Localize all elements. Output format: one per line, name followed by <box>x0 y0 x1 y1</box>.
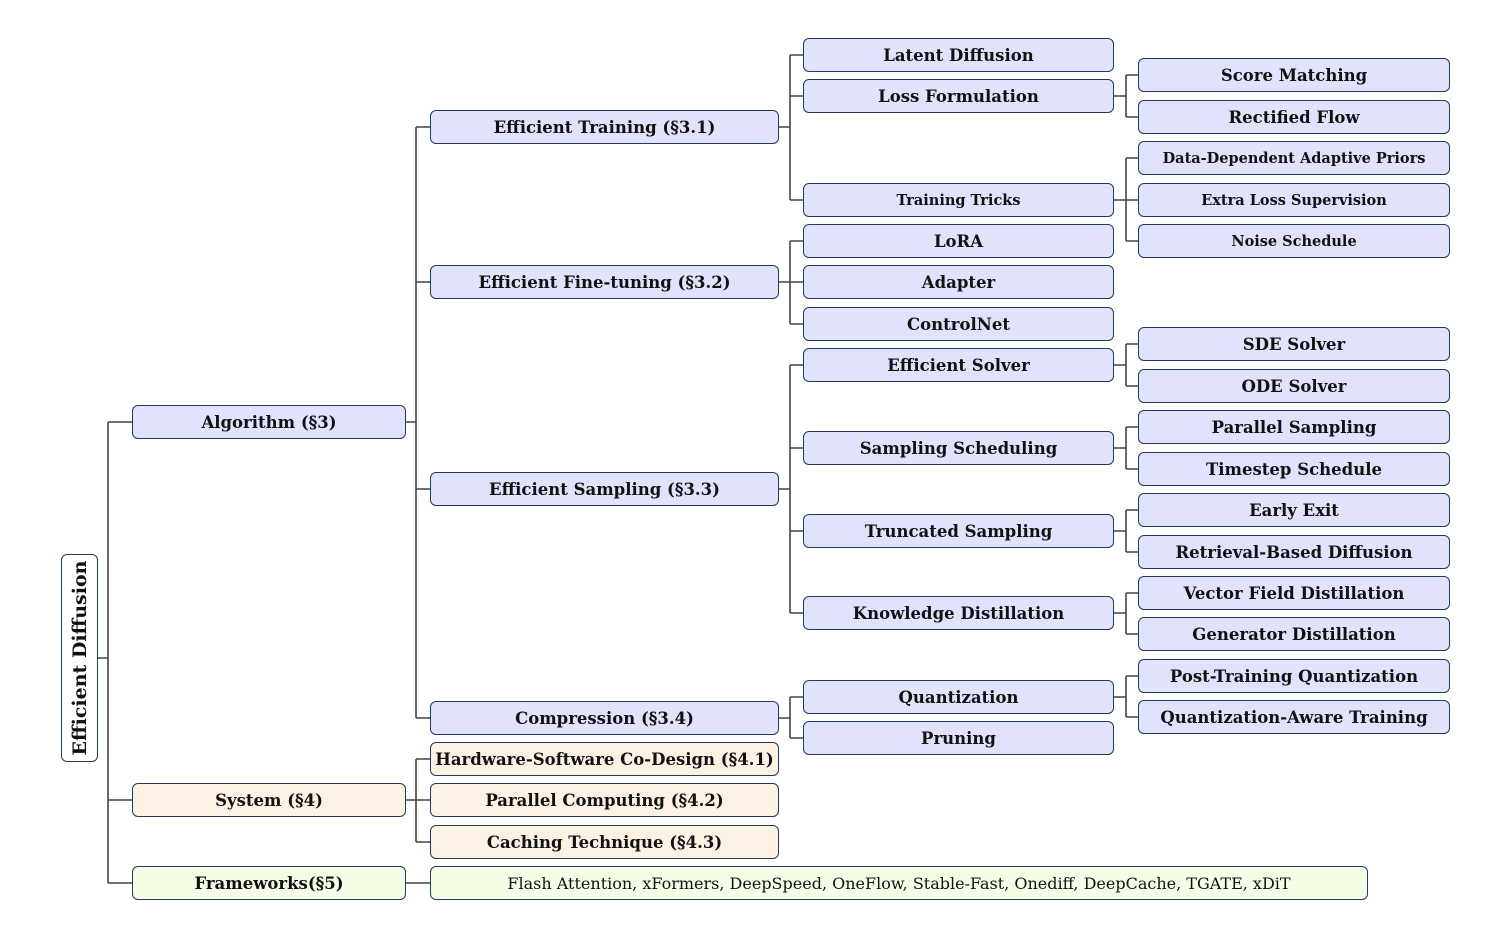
root-label: Efficient Diffusion <box>68 560 91 756</box>
connector-sampling-scheduling <box>1114 426 1138 470</box>
connector-knowledge-distillation <box>1114 592 1138 635</box>
node-truncated-sampling: Truncated Sampling <box>803 514 1114 548</box>
node-efficient-solver: Efficient Solver <box>803 348 1114 382</box>
node-lora: LoRA <box>803 224 1114 258</box>
node-parallel-computing: Parallel Computing (§4.2) <box>430 783 779 817</box>
node-ode-solver: ODE Solver <box>1138 369 1450 403</box>
connector-finetuning <box>778 240 803 325</box>
node-post-training-quantization: Post-Training Quantization <box>1138 659 1450 693</box>
node-retrieval-based-diffusion: Retrieval-Based Diffusion <box>1138 535 1450 569</box>
node-hardware-software-codesign: Hardware-Software Co-Design (§4.1) <box>430 742 779 776</box>
node-rectified-flow: Rectified Flow <box>1138 100 1450 134</box>
connector-training-tricks <box>1114 157 1138 242</box>
node-system: System (§4) <box>132 783 406 817</box>
connector-sampling <box>778 364 803 614</box>
connector-system <box>405 758 430 843</box>
root-node: Efficient Diffusion <box>61 554 98 762</box>
node-latent-diffusion: Latent Diffusion <box>803 38 1114 72</box>
node-pruning: Pruning <box>803 721 1114 755</box>
node-sde-solver: SDE Solver <box>1138 327 1450 361</box>
node-early-exit: Early Exit <box>1138 493 1450 527</box>
node-adapter: Adapter <box>803 265 1114 299</box>
node-frameworks: Frameworks(§5) <box>132 866 406 900</box>
connector-truncated-sampling <box>1114 509 1138 553</box>
node-sampling-scheduling: Sampling Scheduling <box>803 431 1114 465</box>
node-timestep-schedule: Timestep Schedule <box>1138 452 1450 486</box>
node-quantization-aware-training: Quantization-Aware Training <box>1138 700 1450 734</box>
node-compression: Compression (§3.4) <box>430 701 779 735</box>
node-controlnet: ControlNet <box>803 307 1114 341</box>
node-algorithm: Algorithm (§3) <box>132 405 406 439</box>
node-quantization: Quantization <box>803 680 1114 714</box>
node-vector-field-distillation: Vector Field Distillation <box>1138 576 1450 610</box>
connector-compression <box>778 696 803 739</box>
connector-algorithm <box>405 126 430 719</box>
connector-training <box>778 54 803 201</box>
node-efficient-training: Efficient Training (§3.1) <box>430 110 779 144</box>
node-extra-loss-supervision: Extra Loss Supervision <box>1138 183 1450 217</box>
node-loss-formulation: Loss Formulation <box>803 79 1114 113</box>
node-efficient-finetuning: Efficient Fine-tuning (§3.2) <box>430 265 779 299</box>
node-noise-schedule: Noise Schedule <box>1138 224 1450 258</box>
node-score-matching: Score Matching <box>1138 58 1450 92</box>
connector-efficient-solver <box>1114 343 1138 387</box>
node-caching-technique: Caching Technique (§4.3) <box>430 825 779 859</box>
node-parallel-sampling: Parallel Sampling <box>1138 410 1450 444</box>
node-frameworks-list: Flash Attention, xFormers, DeepSpeed, On… <box>430 866 1368 900</box>
connector-quantization <box>1114 675 1138 718</box>
node-knowledge-distillation: Knowledge Distillation <box>803 596 1114 630</box>
node-efficient-sampling: Efficient Sampling (§3.3) <box>430 472 779 506</box>
node-data-dependent-adaptive-priors: Data-Dependent Adaptive Priors <box>1138 141 1450 175</box>
connector-loss-formulation <box>1114 74 1138 118</box>
node-training-tricks: Training Tricks <box>803 183 1114 217</box>
connector-root <box>98 421 132 884</box>
node-generator-distillation: Generator Distillation <box>1138 617 1450 651</box>
